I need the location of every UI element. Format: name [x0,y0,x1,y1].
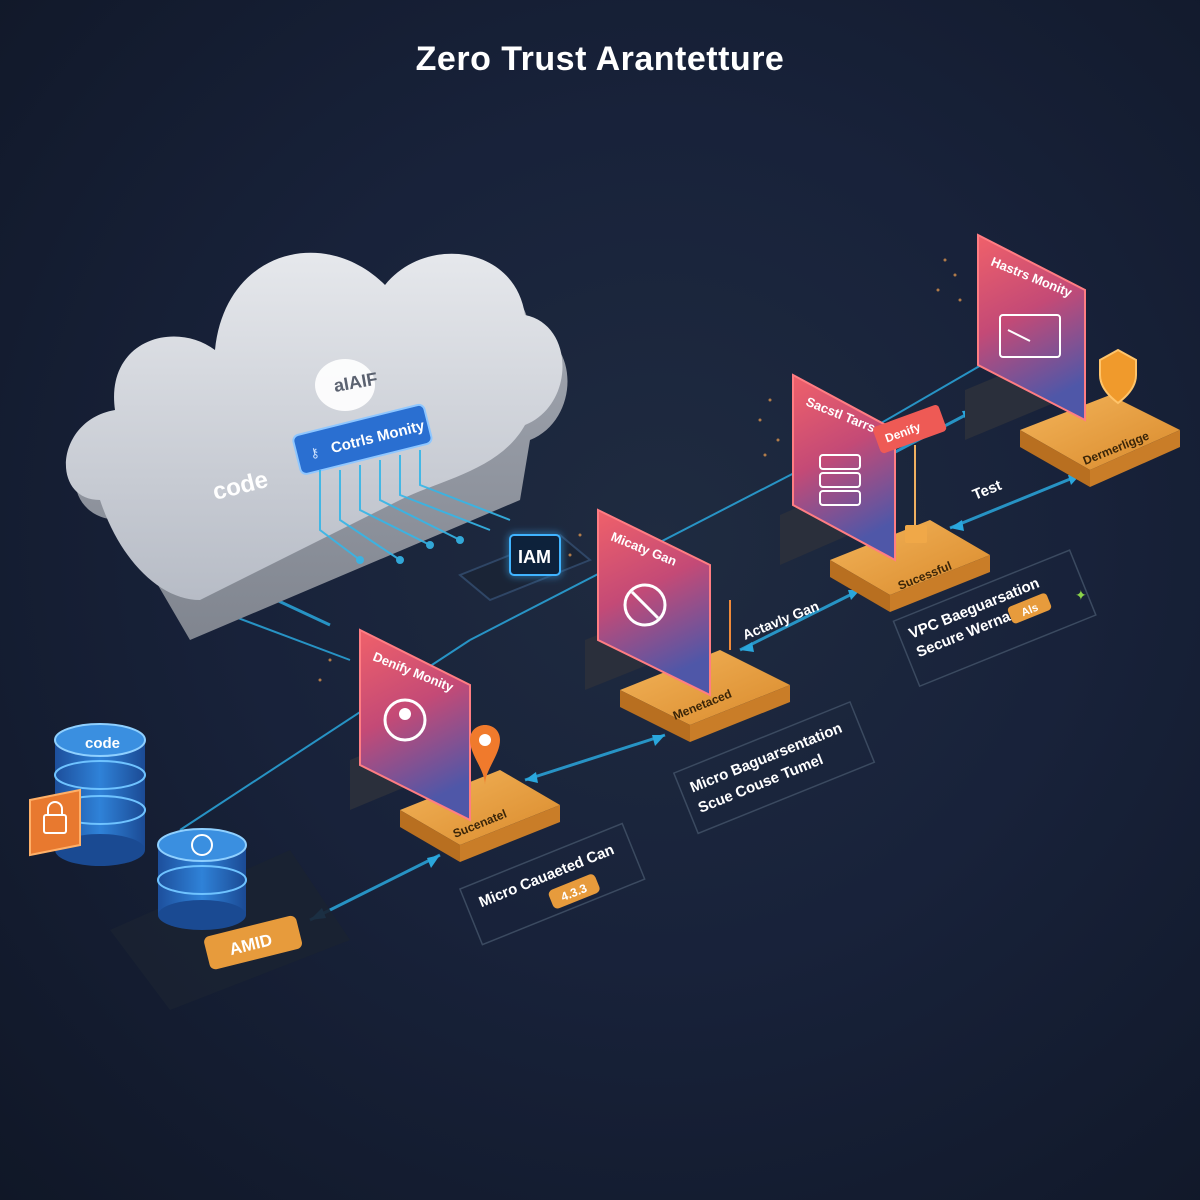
lock-icon [30,790,80,855]
test-label: Test [970,477,1004,504]
database-top-label: code [85,735,120,752]
spark-icon: ✦ [1075,587,1087,603]
activity-scan-label: Actavly Gan [740,598,821,643]
iam-chip-label: IAM [518,547,551,567]
iam-chip: IAM [460,535,590,600]
card-3-flag: Denify [872,404,947,454]
card-4: Hastrs Monity Dermerligge [965,235,1180,487]
info-box-scan-line1: Micro Cauaeted Can [476,841,616,911]
card-3: Sacstl Tarrs Denify Sucessful [780,375,990,612]
database-node: code AMID [30,724,350,1010]
padlock-icon [905,525,927,543]
card-1: Denify Monity Sucenatel [350,630,560,862]
shield-icon [1100,350,1136,403]
database-stack-front [158,829,246,930]
